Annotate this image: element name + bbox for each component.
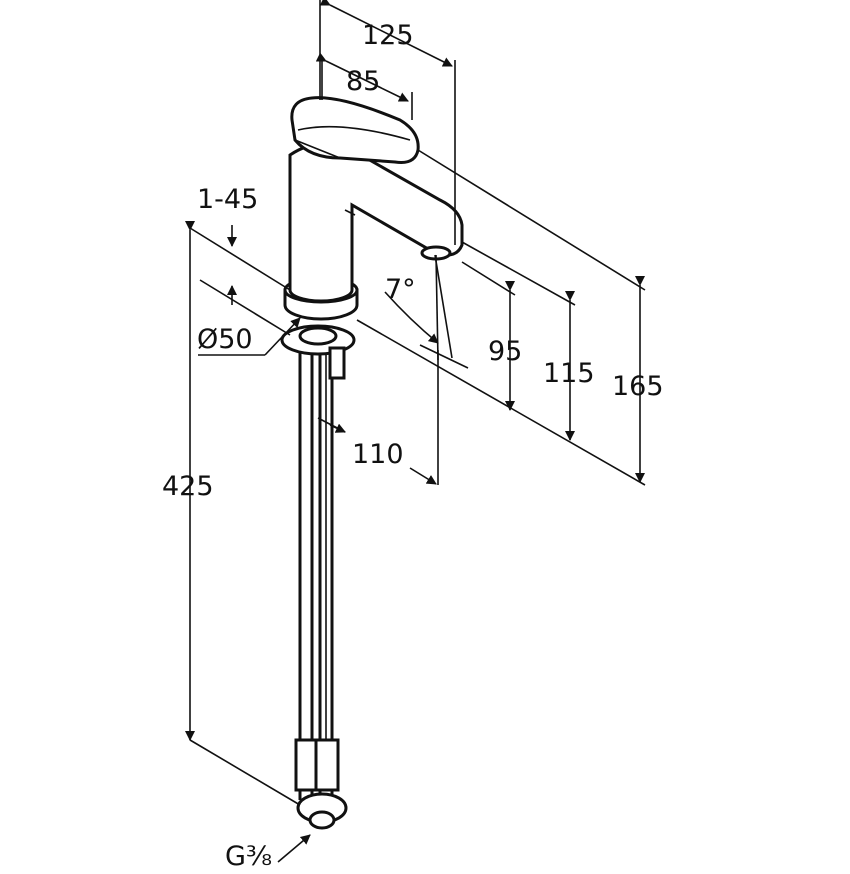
dimension-label-95: 95 bbox=[488, 336, 522, 367]
dimension-label-1-45: 1-45 bbox=[197, 184, 258, 215]
dimension-label-110: 110 bbox=[352, 439, 404, 470]
dimension-label-85: 85 bbox=[346, 66, 380, 97]
dimension-label-diameter-50: Ø50 bbox=[197, 324, 253, 355]
dimension-label-425: 425 bbox=[162, 471, 214, 502]
dimension-label-angle-7: 7° bbox=[385, 274, 416, 305]
dimension-label-thread: G⅜ bbox=[225, 841, 272, 872]
dimension-label-165: 165 bbox=[612, 371, 664, 402]
dimension-label-125: 125 bbox=[362, 20, 414, 51]
dimension-label-115: 115 bbox=[543, 358, 595, 389]
faucet-body bbox=[280, 96, 464, 830]
dimension-lines bbox=[185, 0, 646, 863]
